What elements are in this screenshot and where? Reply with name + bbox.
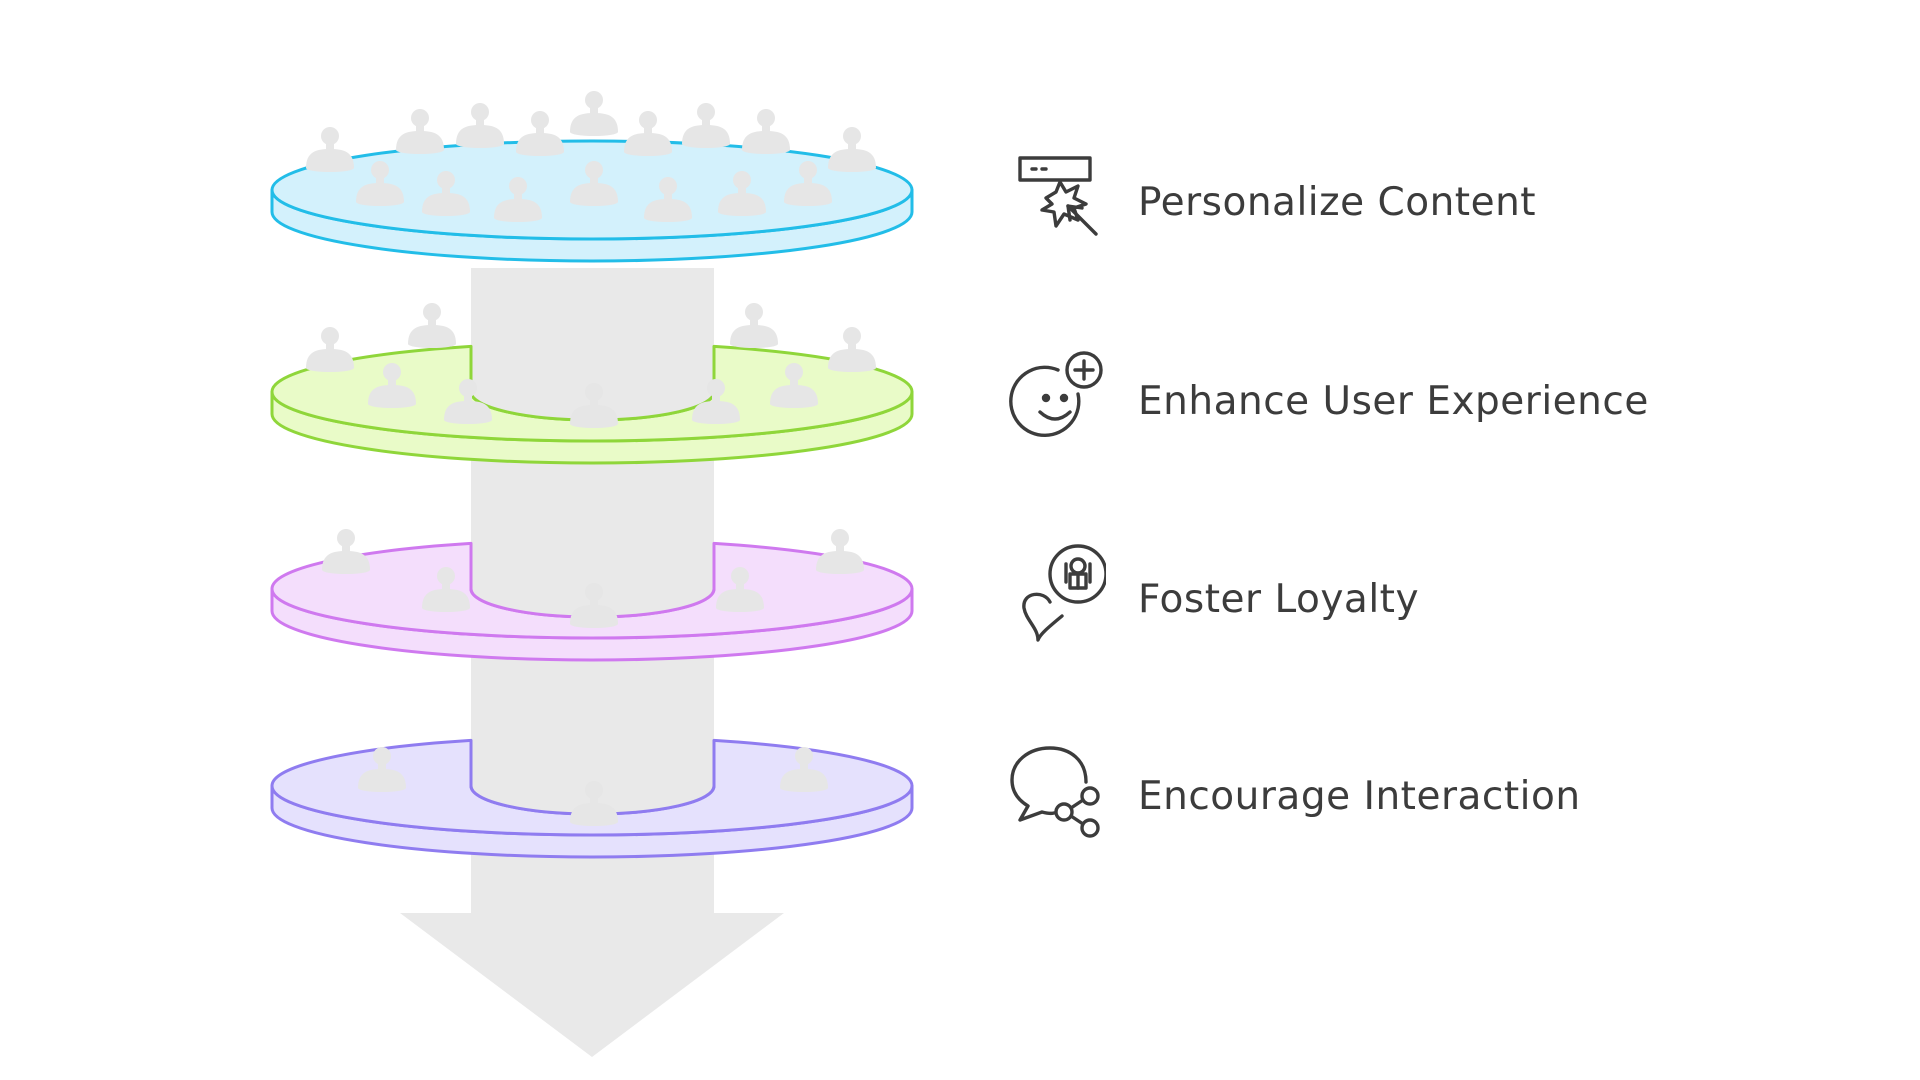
layer-disc-personalize [270,91,914,263]
layer-label-experience: Enhance User Experience [1138,379,1649,424]
person-icon [456,103,504,148]
person-icon [322,529,370,574]
person-icon [730,303,778,348]
heart-badge-icon [1006,544,1108,644]
person-icon [828,327,876,372]
person-icon [408,303,456,348]
downward-arrow [400,268,784,1057]
layer-discs [270,91,914,859]
person-icon [816,529,864,574]
person-icon [828,127,876,172]
person-icon [742,109,790,154]
arrow-shaft [400,268,784,1057]
person-icon [396,109,444,154]
layer-disc-loyalty [270,529,914,662]
person-icon [570,91,618,136]
layer-label-loyalty: Foster Loyalty [1138,577,1420,622]
layer-label-interaction: Encourage Interaction [1138,774,1581,819]
person-icon [682,103,730,148]
shaft-inner [472,545,713,616]
shaft-inner [472,742,713,813]
chat-share-icon [1006,738,1106,838]
person-icon [306,127,354,172]
person-icon [624,111,672,156]
click-burst-icon [1006,146,1106,246]
smiley-plus-icon [1006,346,1106,446]
person-icon [516,111,564,156]
layer-disc-interaction [270,738,914,859]
layer-disc-experience [270,303,914,465]
person-icon [306,327,354,372]
layer-label-personalize: Personalize Content [1138,180,1537,225]
